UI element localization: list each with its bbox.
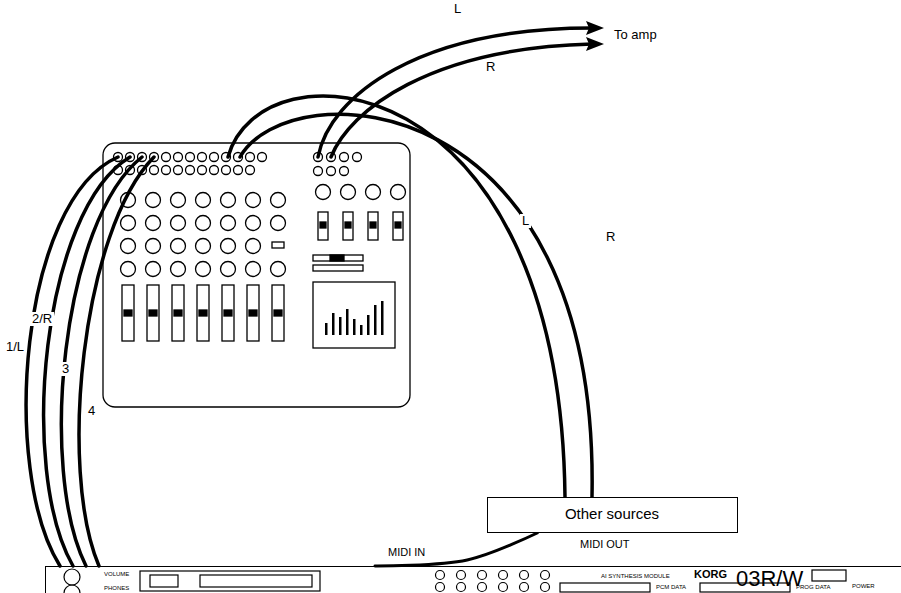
panel-label: PROG DATA [796, 584, 830, 591]
midi-cable [375, 533, 537, 566]
cable-label: 2/R [30, 312, 54, 326]
cable-label: L [452, 2, 463, 16]
cable-label: 1/L [4, 340, 26, 354]
port-label: MIDI IN [386, 546, 427, 558]
mixer [103, 143, 410, 407]
panel-label: POWER [852, 583, 875, 590]
rack-panel [64, 569, 846, 593]
panel-label: 03R/W [736, 567, 803, 591]
synth-module: VOLUME PHONES AI SYNTHESIS MODULE KORG 03R/W… [45, 566, 901, 593]
node-label: Other sources [565, 506, 659, 523]
cable-label: R [604, 230, 617, 244]
port-label: MIDI OUT [578, 538, 632, 550]
source-box: Other sources [487, 497, 738, 533]
cable-label: L [520, 214, 531, 228]
cable-label: R [484, 60, 497, 74]
panel-label: PCM DATA [656, 584, 686, 591]
audio-cables [26, 28, 592, 566]
cable-label: 3 [60, 362, 71, 376]
cable-label: To amp [612, 28, 659, 42]
panel-label: PHONES [104, 585, 129, 592]
arrowheads [586, 21, 604, 51]
cable-label: 4 [86, 404, 97, 418]
panel-label: AI SYNTHESIS MODULE [601, 573, 670, 580]
panel-label: KORG [694, 568, 727, 580]
panel-label: VOLUME [104, 571, 129, 578]
